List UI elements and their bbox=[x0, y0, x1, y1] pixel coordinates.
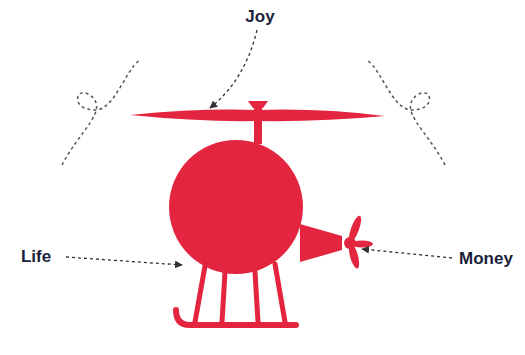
rotor-mast bbox=[254, 106, 262, 144]
part-label: Money bbox=[459, 250, 513, 269]
tail-boom bbox=[300, 224, 342, 262]
part-label: Joy bbox=[245, 8, 274, 27]
landing-skids bbox=[176, 264, 296, 325]
helicopter-body bbox=[169, 140, 303, 274]
motion-loop bbox=[367, 60, 445, 165]
leader-line bbox=[66, 257, 182, 265]
leader-line bbox=[210, 30, 257, 108]
part-label: Life bbox=[21, 248, 51, 267]
leader-line bbox=[362, 249, 452, 258]
motion-loop bbox=[62, 60, 140, 165]
tail-rotor-hub bbox=[344, 237, 356, 249]
